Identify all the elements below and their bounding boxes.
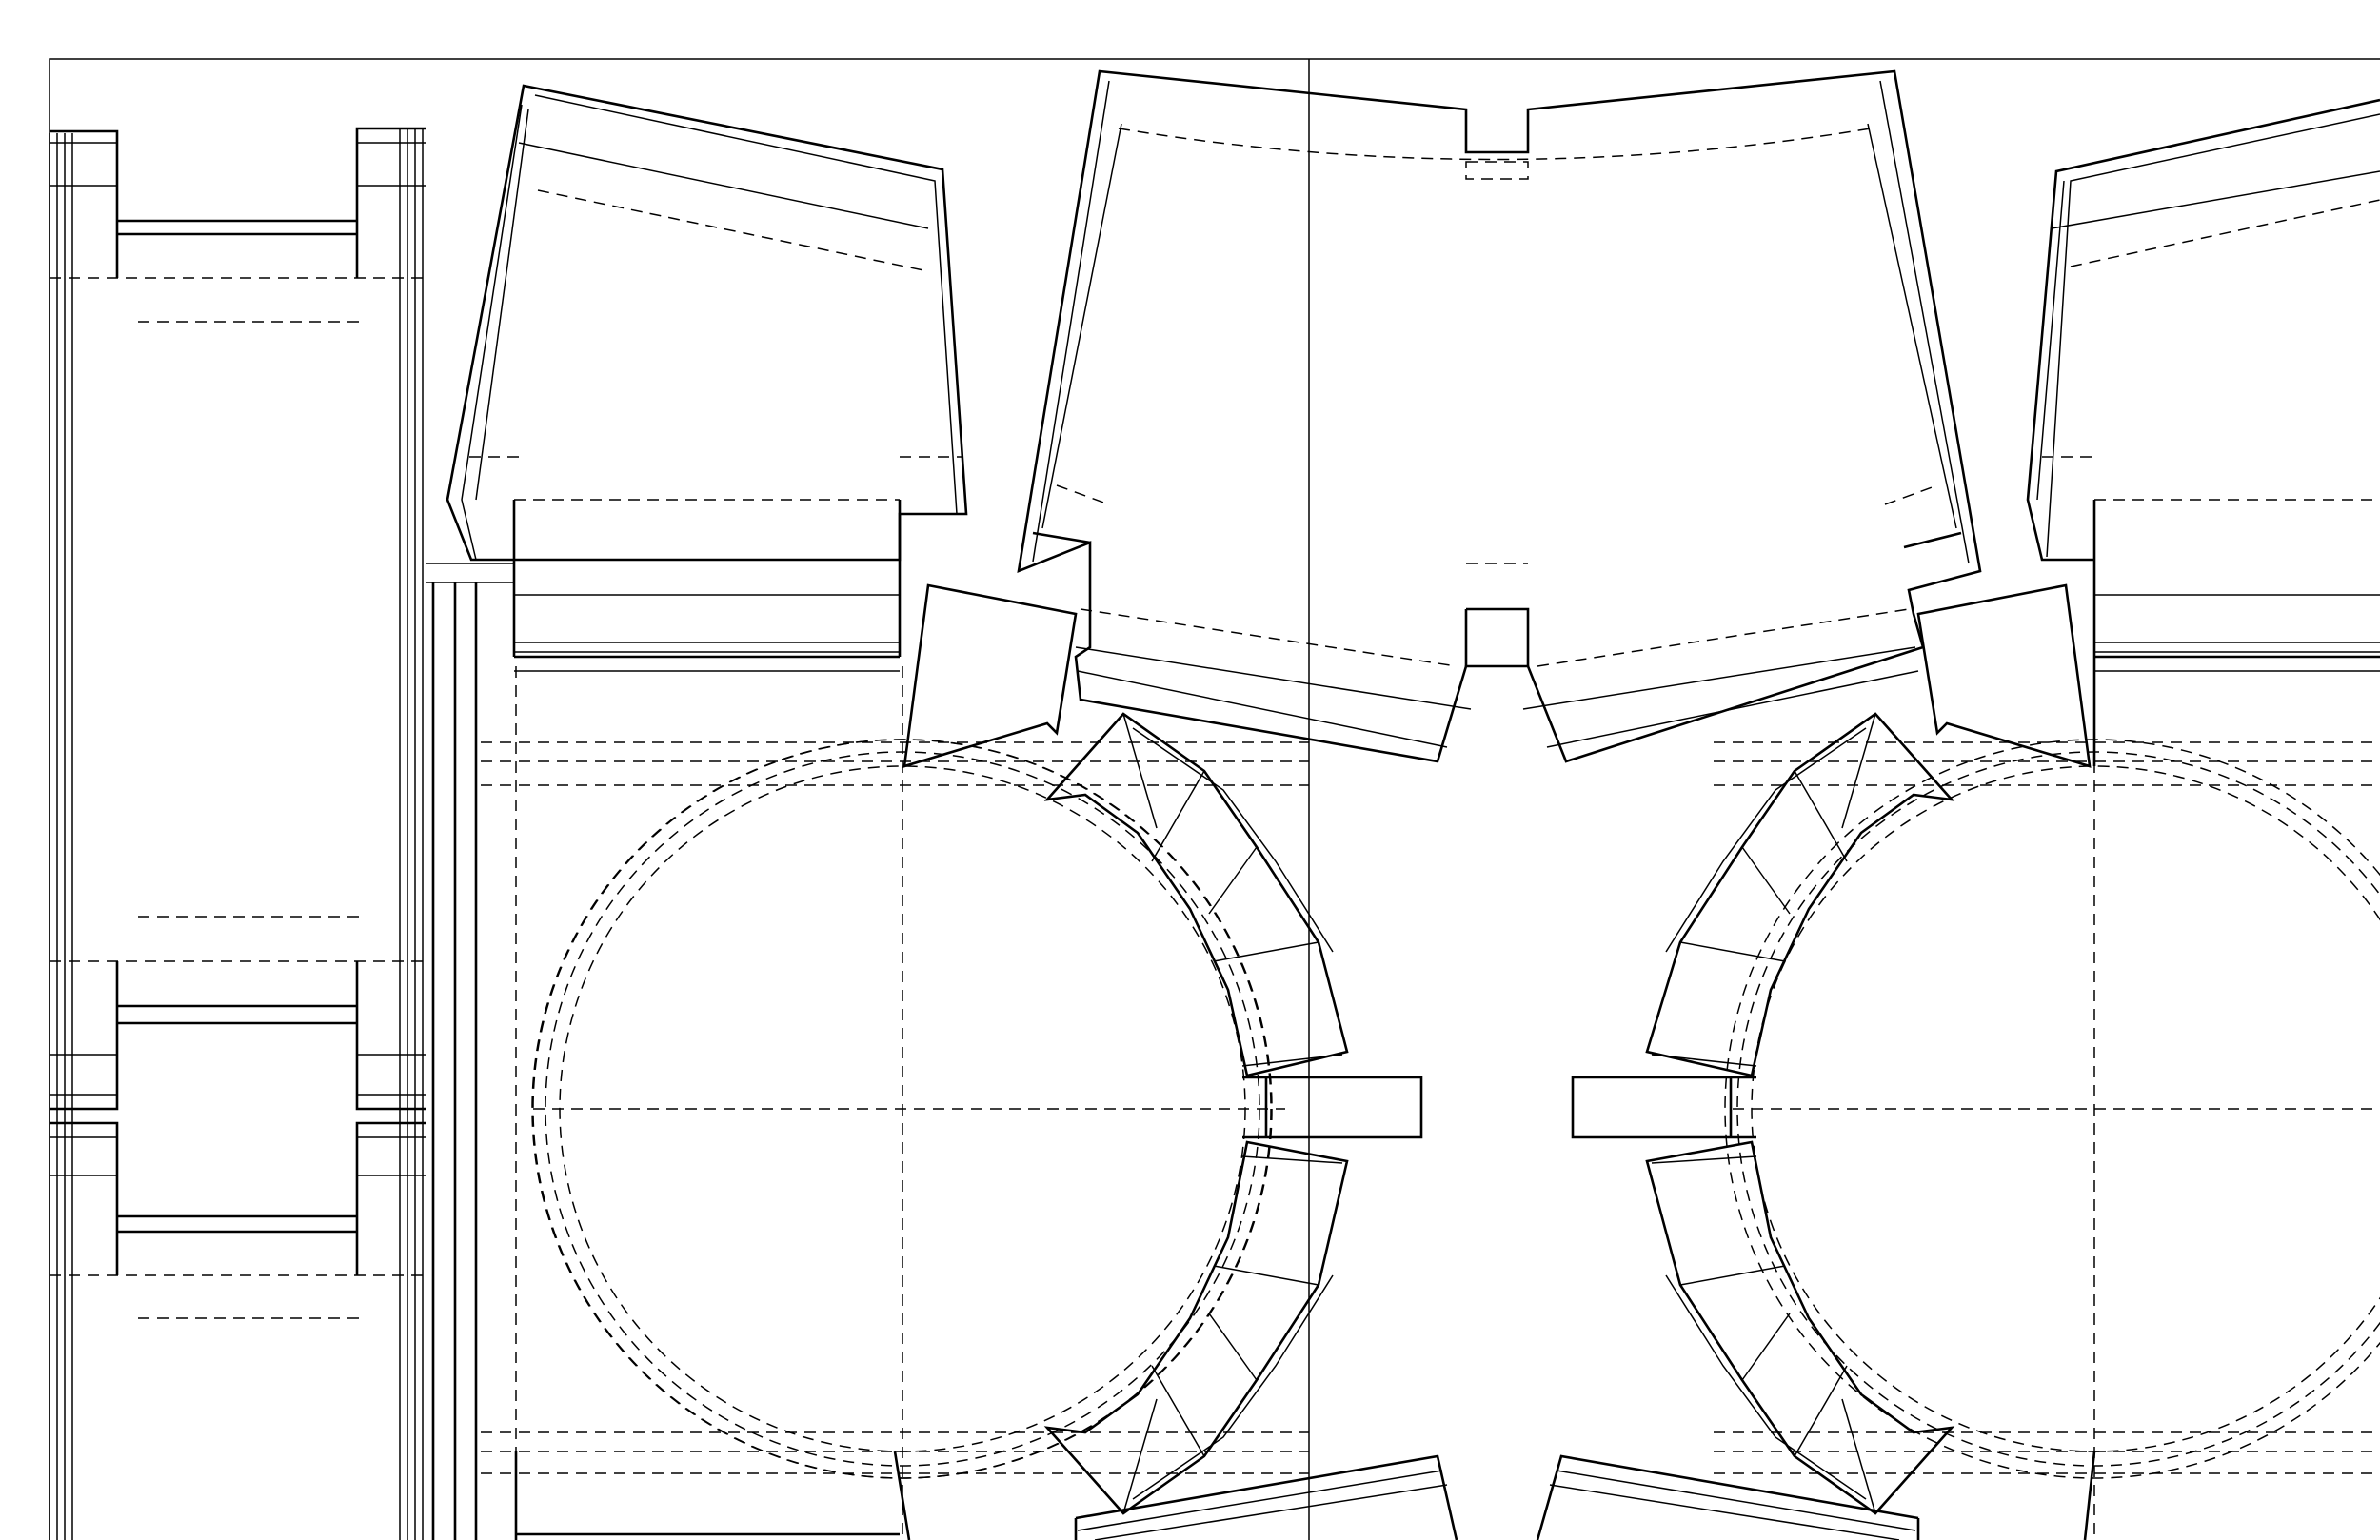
- panel-bottom-partial: [514, 1451, 2096, 1540]
- ring-left: [481, 666, 1423, 1540]
- panel-top-center: [1017, 69, 1982, 763]
- ring-right: [1571, 666, 2380, 1540]
- left-rail-assembly: [49, 127, 514, 1540]
- panel-left-upper: [446, 84, 968, 672]
- panel-right-upper: [2026, 98, 2380, 766]
- drawing-frame: [49, 58, 2380, 1540]
- wedge-connectors: [902, 583, 2092, 768]
